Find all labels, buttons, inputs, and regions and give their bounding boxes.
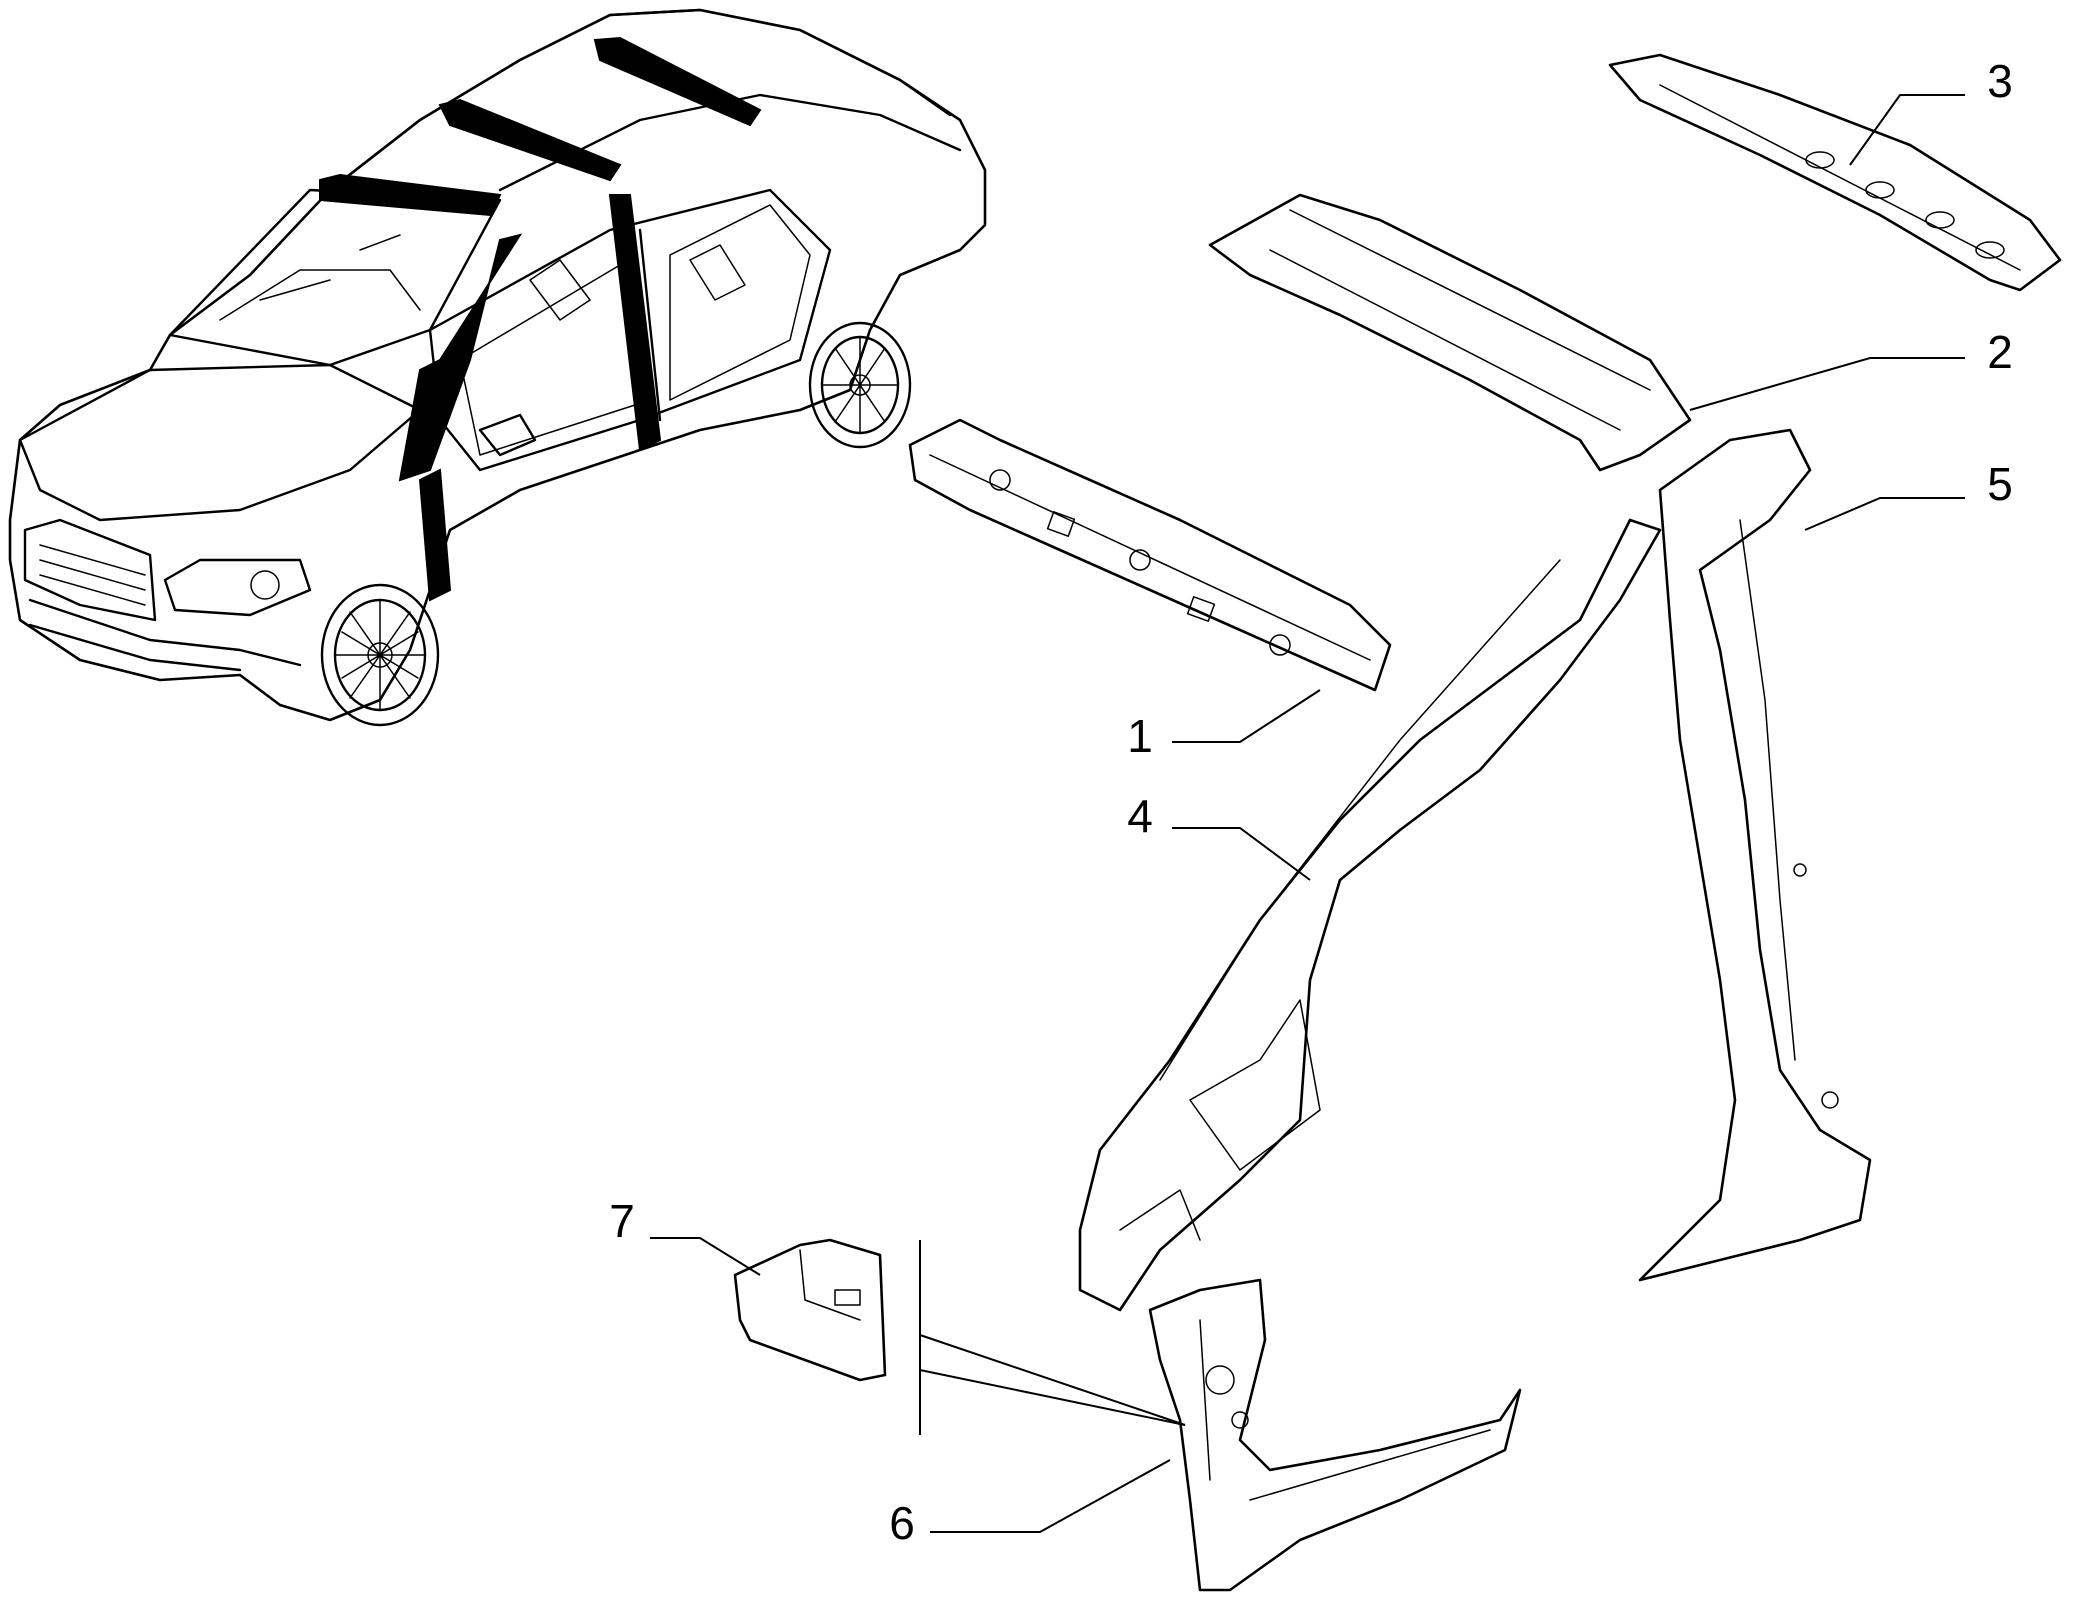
part-2-roof-crossmember [1208,193,1692,472]
car-overview-illustration [8,8,987,727]
callout-6: 6 [889,1459,1171,1549]
callout-label-6: 6 [889,1497,915,1549]
part-5-center-pillar [1638,428,1872,1282]
part-7-bracket [733,1238,887,1382]
part-3-roof-crossmember [1608,53,2062,292]
part-6-sill-assembly [1148,1278,1522,1592]
callout-5: 5 [1804,458,2013,531]
callout-label-1: 1 [1127,710,1153,762]
callout-label-5: 5 [1987,458,2013,510]
callout-label-2: 2 [1987,326,2013,378]
part-4-front-pillar [1078,518,1662,1312]
part-1-roof-crossmember [908,418,1392,692]
callout-1: 1 [1127,689,1321,762]
callout-4: 4 [1127,790,1311,881]
callout-label-4: 4 [1127,790,1153,842]
callout-7: 7 [609,1195,761,1276]
callout-3: 3 [1849,55,2013,166]
callout-label-7: 7 [609,1195,635,1247]
callout-2: 2 [1689,326,2013,411]
callout-label-3: 3 [1987,55,2013,107]
